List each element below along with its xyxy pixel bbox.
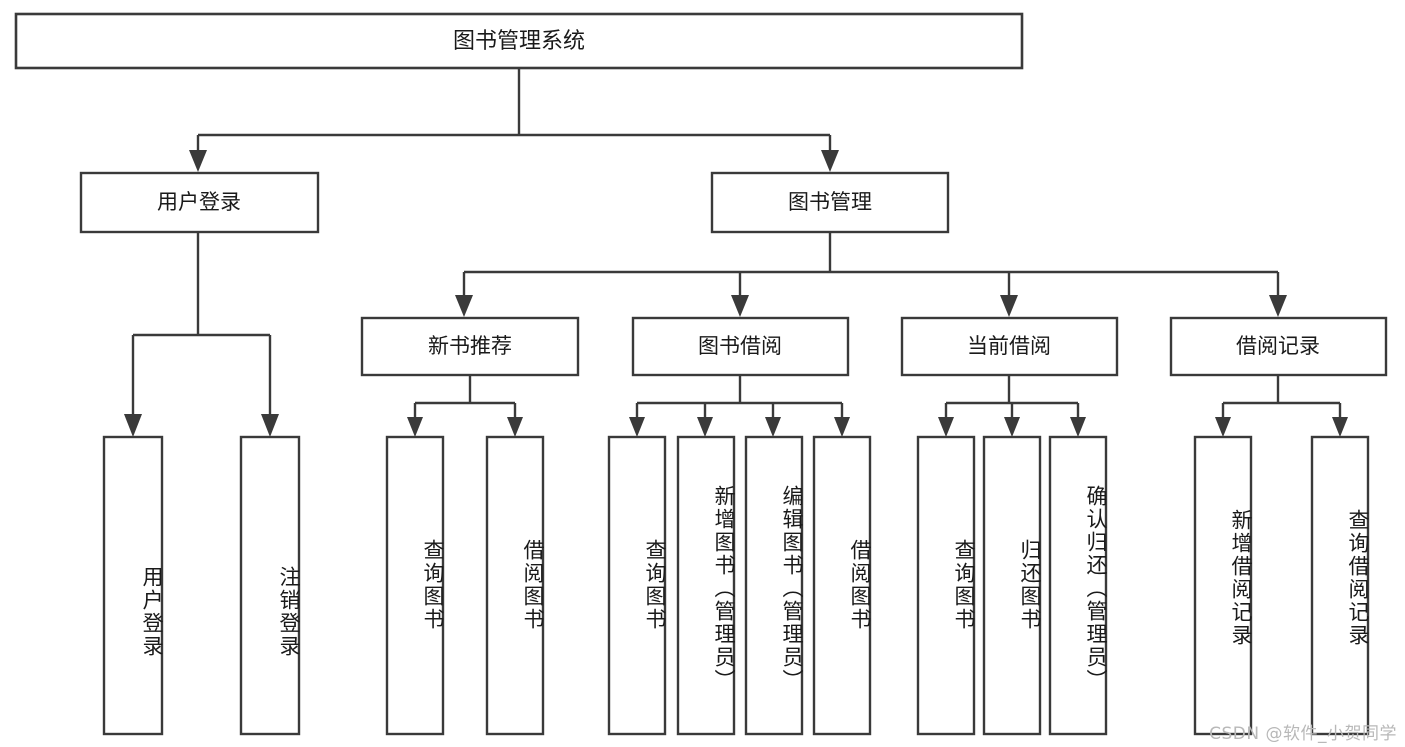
- arrowhead-level3-1: [455, 295, 473, 317]
- leaf-box-borrow-1[interactable]: [607, 435, 667, 736]
- arrowhead-record-child-1: [1215, 417, 1231, 437]
- arrowhead-record-child-2: [1332, 417, 1348, 437]
- leaf-box-newbook-1[interactable]: [385, 435, 445, 736]
- leaf-box-user-login-2[interactable]: [239, 435, 301, 736]
- leaf-box-borrow-2[interactable]: [676, 435, 736, 736]
- node-user-login[interactable]: [79, 171, 320, 234]
- arrowhead-newbook-child-1: [407, 417, 423, 437]
- leaf-box-current-2[interactable]: [982, 435, 1042, 736]
- arrowhead-userlogin-child-2: [261, 414, 279, 437]
- node-user-login-label: 用户登录: [157, 190, 241, 214]
- node-root[interactable]: [14, 12, 1024, 70]
- node-borrow-record[interactable]: [1169, 316, 1388, 377]
- watermark-text: CSDN @软件_小贺同学: [1209, 724, 1397, 744]
- node-borrow-record-label: 借阅记录: [1236, 334, 1320, 358]
- leaf-box-borrow-3[interactable]: [744, 435, 804, 736]
- arrowhead-to-user-login: [189, 150, 207, 172]
- arrowhead-level3-3: [1000, 295, 1018, 317]
- arrowhead-level3-2: [731, 295, 749, 317]
- arrowhead-borrow-child-1: [629, 417, 645, 437]
- arrowhead-level3-4: [1269, 295, 1287, 317]
- node-book-borrow-label: 图书借阅: [698, 334, 782, 358]
- node-current-borrow[interactable]: [900, 316, 1119, 377]
- node-layer: 图书管理系统 用户登录 图书管理 新书推荐 图书借阅 当前借阅 借阅记录: [14, 12, 1388, 736]
- arrowhead-borrow-child-4: [834, 417, 850, 437]
- node-current-borrow-label: 当前借阅: [967, 334, 1051, 358]
- node-book-borrow[interactable]: [631, 316, 850, 377]
- arrowhead-to-book-mgmt: [821, 150, 839, 172]
- connector-layer: [131, 68, 1342, 419]
- leaf-box-current-3[interactable]: [1048, 435, 1108, 736]
- node-root-label: 图书管理系统: [453, 29, 585, 54]
- leaf-box-record-1[interactable]: [1193, 435, 1253, 736]
- arrowhead-userlogin-child-1: [124, 414, 142, 437]
- leaf-box-borrow-4[interactable]: [812, 435, 872, 736]
- leaf-box-user-login-1[interactable]: [102, 435, 164, 736]
- node-book-management-label: 图书管理: [788, 190, 872, 214]
- leaf-box-record-2[interactable]: [1310, 435, 1370, 736]
- node-new-book-recommend-label: 新书推荐: [428, 334, 512, 358]
- arrowhead-current-child-2: [1004, 417, 1020, 437]
- node-book-management[interactable]: [710, 171, 950, 234]
- node-new-book-recommend[interactable]: [360, 316, 580, 377]
- arrowhead-current-child-1: [938, 417, 954, 437]
- arrowhead-newbook-child-2: [507, 417, 523, 437]
- arrowhead-borrow-child-3: [765, 417, 781, 437]
- arrowhead-borrow-child-2: [697, 417, 713, 437]
- leaf-box-newbook-2[interactable]: [485, 435, 545, 736]
- leaf-box-current-1[interactable]: [916, 435, 976, 736]
- arrowhead-layer: [124, 150, 1348, 437]
- arrowhead-current-child-3: [1070, 417, 1086, 437]
